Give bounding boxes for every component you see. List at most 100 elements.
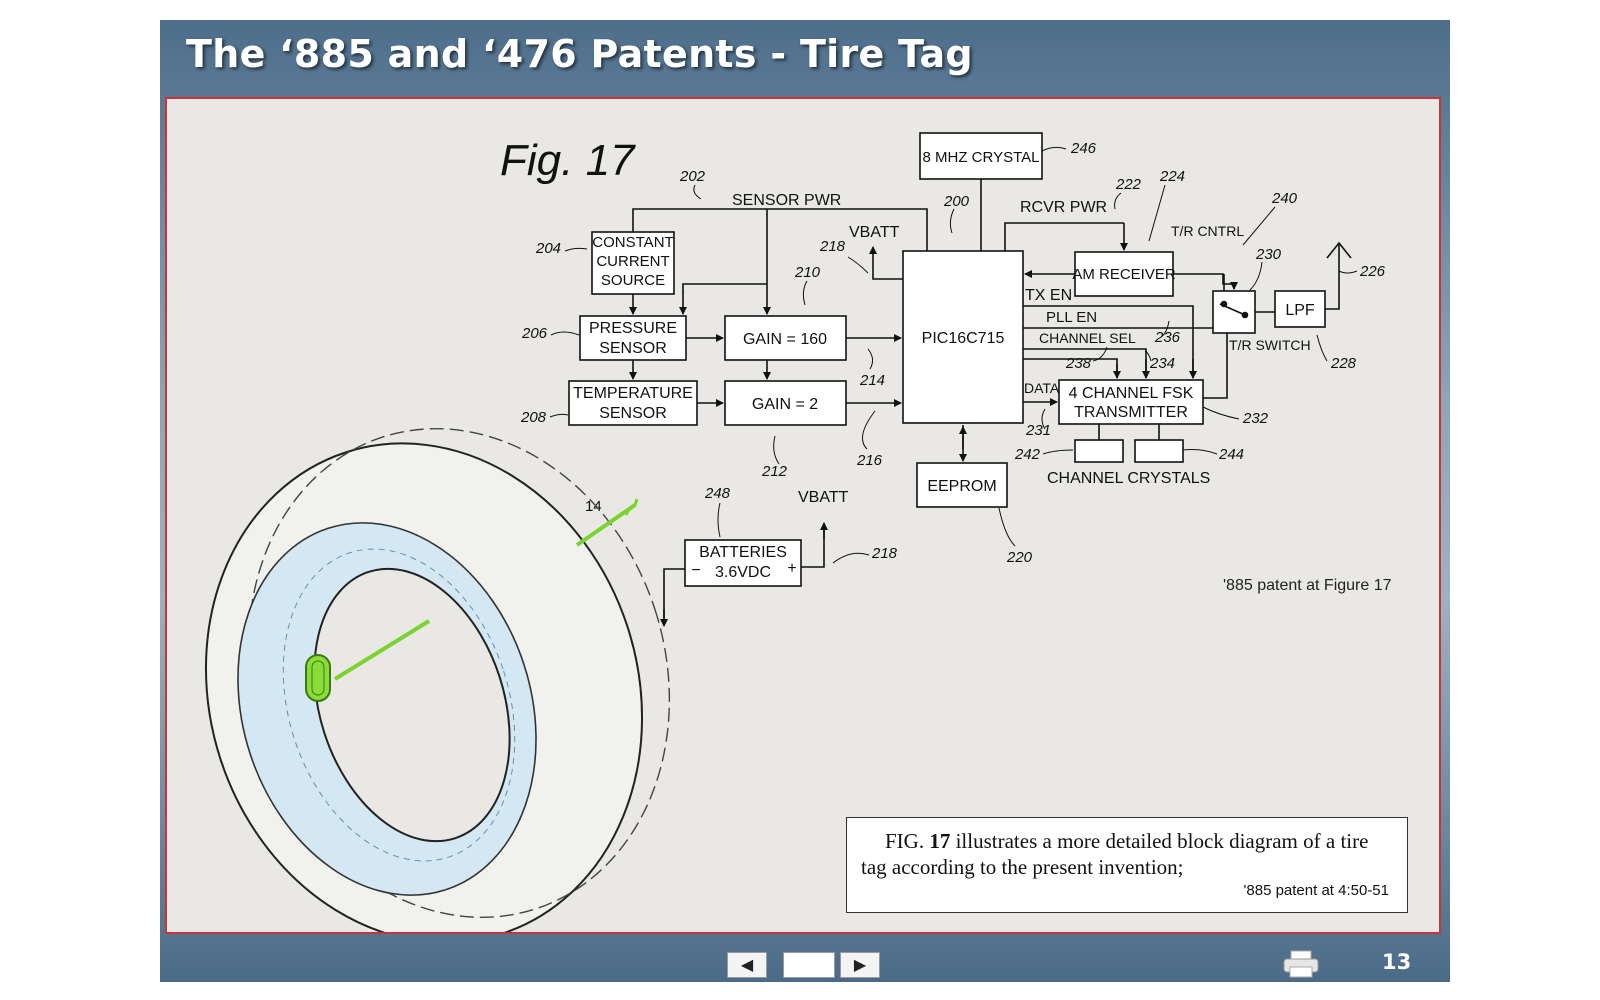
ref-248: 248 bbox=[704, 485, 731, 502]
diagram-wires bbox=[629, 179, 1352, 627]
ref-202: 202 bbox=[679, 168, 706, 185]
block-diagram: Fig. 17 8 MHZ CRYSTAL bbox=[204, 132, 1386, 932]
crystal-label: 8 MHZ CRYSTAL bbox=[923, 149, 1040, 166]
batteries-block bbox=[684, 539, 802, 587]
sensor-pwr-label: SENSOR PWR bbox=[732, 192, 841, 209]
tire-opening bbox=[313, 567, 511, 843]
ref-214: 214 bbox=[859, 372, 885, 389]
crystal-block bbox=[919, 132, 1043, 180]
fsk-label-1: 4 CHANNEL FSK bbox=[1069, 385, 1194, 402]
tag-leader-line bbox=[333, 619, 431, 681]
ref-218-top: 218 bbox=[819, 238, 846, 255]
ref-210: 210 bbox=[794, 264, 821, 281]
eeprom-block bbox=[916, 462, 1008, 508]
ccs-label-1: CONSTANT bbox=[592, 234, 673, 251]
ref-230: 230 bbox=[1255, 246, 1282, 263]
quote-text: illustrates a more detailed block diagra… bbox=[861, 829, 1369, 879]
ref-216: 216 bbox=[856, 452, 883, 469]
ref-208: 208 bbox=[520, 409, 547, 426]
slide-footer: ◀ ▶ 13 bbox=[160, 938, 1450, 982]
quote-fig-number: 17 bbox=[929, 829, 951, 853]
tx-en-label: TX EN bbox=[1025, 287, 1072, 304]
ref-232: 232 bbox=[1242, 410, 1269, 427]
figure-citation: '885 patent at Figure 17 bbox=[1223, 577, 1392, 594]
tire-tag-highlight bbox=[305, 654, 331, 702]
ref-234: 234 bbox=[1149, 355, 1175, 372]
pressure-label-2: SENSOR bbox=[599, 340, 667, 357]
tire-illustration bbox=[204, 427, 671, 932]
temperature-label-1: TEMPERATURE bbox=[573, 385, 693, 402]
tag-leader-line-outer bbox=[575, 503, 637, 547]
ref-238: 238 bbox=[1065, 355, 1092, 372]
quote-citation: '885 patent at 4:50-51 bbox=[1243, 882, 1389, 899]
tr-cntrl-label: T/R CNTRL bbox=[1171, 223, 1244, 239]
vbatt-battery-label: VBATT bbox=[798, 489, 849, 506]
fig-label: Fig. 17 bbox=[500, 136, 636, 185]
ref-200: 200 bbox=[943, 193, 970, 210]
ref-222: 222 bbox=[1115, 176, 1142, 193]
page-number: 13 bbox=[1382, 950, 1412, 974]
gain-2-block bbox=[724, 380, 847, 426]
gain-160-block bbox=[724, 315, 847, 361]
ref-244: 244 bbox=[1218, 446, 1244, 463]
ref-218-bottom: 218 bbox=[871, 545, 898, 562]
prev-arrow-icon: ◀ bbox=[740, 957, 754, 974]
ref-224: 224 bbox=[1159, 168, 1185, 185]
tr-switch-label: T/R SWITCH bbox=[1229, 337, 1311, 353]
ref-204: 204 bbox=[535, 240, 561, 257]
fig-17-label: Fig. 17 bbox=[500, 136, 636, 185]
pic-microcontroller-block bbox=[902, 250, 1024, 424]
constant-current-source-block bbox=[591, 231, 675, 295]
ref-212: 212 bbox=[761, 463, 788, 480]
ref-228: 228 bbox=[1330, 355, 1357, 372]
eeprom-label: EEPROM bbox=[927, 478, 996, 495]
ccs-label-3: SOURCE bbox=[601, 272, 665, 289]
ref-246: 246 bbox=[1070, 140, 1097, 157]
channel-crystals-label: CHANNEL CRYSTALS bbox=[1047, 470, 1210, 487]
ref-226: 226 bbox=[1359, 263, 1386, 280]
ref-242: 242 bbox=[1014, 446, 1041, 463]
ccs-label-2: CURRENT bbox=[596, 253, 669, 270]
next-slide-button[interactable]: ▶ bbox=[840, 952, 880, 978]
am-receiver-label: AM RECEIVER bbox=[1072, 266, 1176, 283]
lpf-block bbox=[1274, 290, 1326, 328]
fsk-label-2: TRANSMITTER bbox=[1074, 404, 1188, 421]
prev-slide-button[interactable]: ◀ bbox=[727, 952, 767, 978]
slide-title: The ‘885 and ‘476 Patents - Tire Tag bbox=[186, 32, 973, 76]
ref-14-leader bbox=[624, 498, 639, 516]
tire-tag-inner bbox=[311, 660, 325, 696]
pressure-label-1: PRESSURE bbox=[589, 320, 677, 337]
channel-crystal-2 bbox=[1134, 439, 1184, 463]
battery-minus: − bbox=[691, 562, 700, 579]
channel-crystal-1 bbox=[1074, 439, 1124, 463]
tire-tread bbox=[247, 427, 671, 919]
ref-236: 236 bbox=[1154, 329, 1181, 346]
tire-inner-tread bbox=[282, 548, 516, 862]
gain-160-label: GAIN = 160 bbox=[743, 331, 827, 348]
lpf-label: LPF bbox=[1285, 302, 1315, 319]
ref-220: 220 bbox=[1006, 549, 1033, 566]
battery-plus: + bbox=[787, 560, 796, 577]
content-panel: Fig. 17 8 MHZ CRYSTAL bbox=[165, 97, 1441, 934]
reference-leaders bbox=[549, 146, 1358, 564]
page-input[interactable] bbox=[783, 952, 835, 978]
ref-206: 206 bbox=[521, 325, 548, 342]
batteries-label-2: 3.6VDC bbox=[715, 564, 771, 581]
data-label: DATA bbox=[1024, 380, 1060, 396]
ref-14: 14 bbox=[585, 498, 602, 515]
gain-2-label: GAIN = 2 bbox=[752, 396, 818, 413]
ref-231: 231 bbox=[1025, 422, 1051, 439]
pll-en-label: PLL EN bbox=[1046, 309, 1097, 326]
vbatt-label: VBATT bbox=[849, 224, 900, 241]
temperature-label-2: SENSOR bbox=[599, 405, 667, 422]
rcvr-pwr-label: RCVR PWR bbox=[1020, 199, 1107, 216]
pic-label: PIC16C715 bbox=[922, 330, 1005, 347]
tr-switch-block bbox=[1212, 290, 1256, 334]
ref-240: 240 bbox=[1271, 190, 1298, 207]
fsk-transmitter-block bbox=[1058, 379, 1204, 425]
printer-icon[interactable] bbox=[1283, 950, 1319, 978]
channel-sel-label: CHANNEL SEL bbox=[1039, 330, 1136, 346]
quote-prefix: FIG. bbox=[885, 829, 930, 853]
next-arrow-icon: ▶ bbox=[853, 957, 867, 974]
batteries-label-1: BATTERIES bbox=[699, 544, 787, 561]
